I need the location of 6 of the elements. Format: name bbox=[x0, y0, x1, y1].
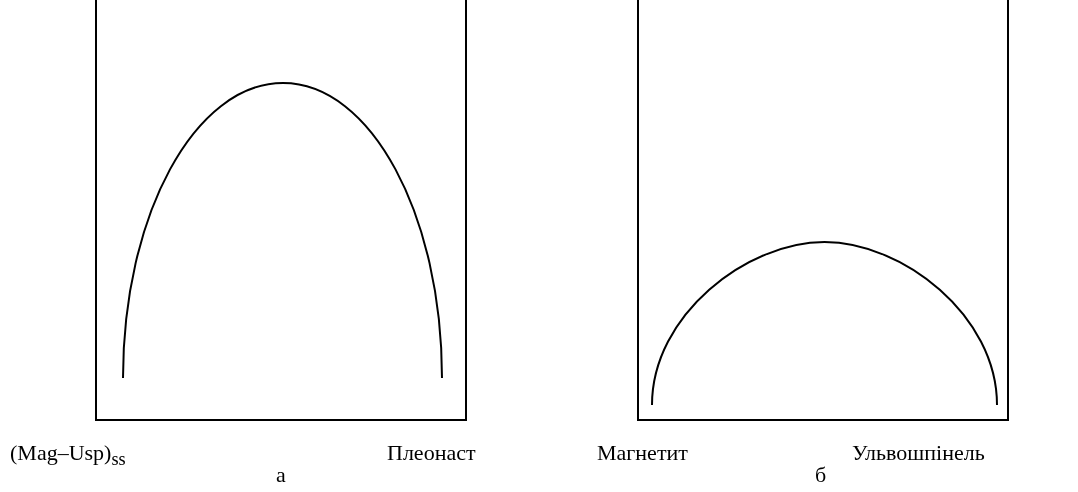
axis-end-label: (Mag–Usp)$_{ss}$ bbox=[10, 440, 126, 472]
panel-letter: б bbox=[815, 462, 827, 488]
panel-letter: а bbox=[276, 462, 286, 488]
axis-end-label: Плеонаст bbox=[387, 440, 476, 466]
axis-end-label: Магнетит bbox=[597, 440, 688, 466]
axis-end-label: Ульвошпінель bbox=[852, 440, 985, 466]
